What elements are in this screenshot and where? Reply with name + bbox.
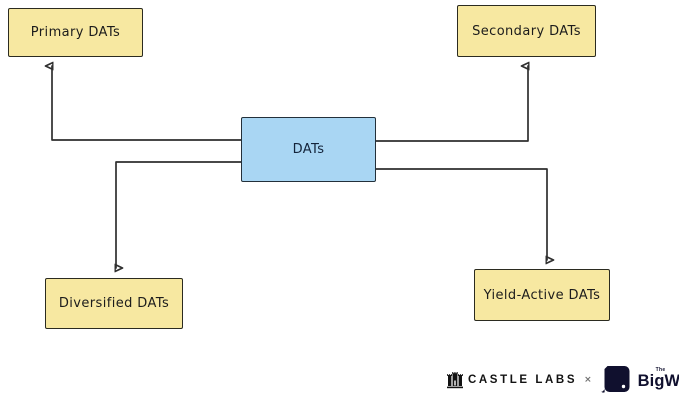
node-secondary-dats-label: Secondary DATs xyxy=(472,23,581,39)
node-yield-active-dats: Yield-Active DATs xyxy=(474,269,610,321)
node-center-dats: DATs xyxy=(241,117,376,182)
connector-center-to-secondary xyxy=(375,66,528,142)
node-primary-dats-label: Primary DATs xyxy=(30,25,121,40)
node-primary-dats: Primary DATs xyxy=(8,8,143,57)
node-secondary-dats: Secondary DATs xyxy=(457,5,596,57)
logo-separator: × xyxy=(584,375,592,385)
node-diversified-dats-label: Diversified DATs xyxy=(58,296,170,311)
node-center-dats-label: DATs xyxy=(292,142,325,157)
footer-logos: CASTLE LABS × TheBigWhale xyxy=(447,364,679,396)
connector-center-to-primary xyxy=(52,66,242,141)
castle-labs-label: CASTLE LABS xyxy=(468,374,578,386)
big-whale-name-label: BigWhale xyxy=(637,372,679,390)
connector-center-to-yield-active xyxy=(375,168,547,260)
castle-icon xyxy=(447,371,463,388)
connector-center-to-diversified xyxy=(116,161,242,268)
node-diversified-dats: Diversified DATs xyxy=(45,278,183,329)
node-yield-active-dats-label: Yield-Active DATs xyxy=(483,287,601,303)
whale-icon xyxy=(600,366,630,393)
big-whale-the-label: The xyxy=(655,367,666,373)
big-whale-logo: TheBigWhale xyxy=(600,364,679,396)
big-whale-label: TheBigWhale xyxy=(637,367,679,391)
castle-labs-logo: CASTLE LABS xyxy=(447,371,578,389)
